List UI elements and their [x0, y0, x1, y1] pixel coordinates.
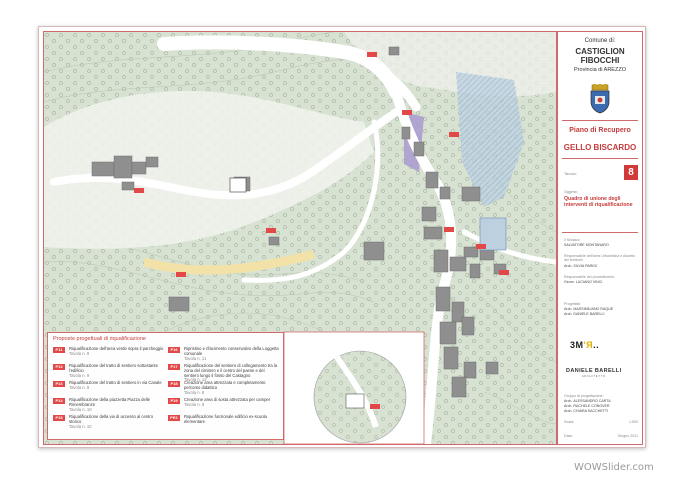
legend-item: P11 Riqualificazione dell'area verde sop…	[53, 346, 165, 364]
oggetto-value: Quadro di unione degli interventi di riq…	[564, 196, 633, 208]
legend-code: P12	[53, 364, 65, 370]
legend-text: Creazione area di sosta attrezzata per c…	[184, 397, 271, 402]
tag-pr1[interactable]	[370, 404, 380, 409]
progettisti-label: Progettisti:	[564, 302, 581, 306]
tag-p11[interactable]	[449, 132, 459, 137]
divider	[562, 120, 638, 121]
legend-item: P18 Creazione area attrezzata e completa…	[168, 380, 280, 398]
legend-sub: Tavola n. 9	[69, 384, 90, 390]
legend-text: Ripristino e rifacimento conservativo de…	[184, 346, 279, 356]
sindaco-name: SALVATORE MONTANARO	[564, 243, 609, 247]
coat-of-arms-icon	[590, 84, 610, 114]
tavola-number: 8	[624, 165, 638, 180]
legend-title: Proposte progettuali di riqualificazione	[53, 336, 146, 342]
legend-item: PR1 Riqualificazione funzionale edificio…	[168, 414, 280, 432]
legend-sub: Tavola n. 9	[69, 350, 90, 356]
comune-name-line1: CASTIGLION	[575, 47, 625, 56]
legend-text: Riqualificazione del sentiero di collega…	[184, 363, 278, 378]
tag-p17[interactable]	[367, 52, 377, 57]
resp-area-label: Responsabile dell'area Urbanistica e Ass…	[564, 254, 636, 263]
tag-p18[interactable]	[134, 188, 144, 193]
site-map[interactable]: Proposte progettuali di riqualificazione…	[43, 31, 557, 445]
legend-item: P15 Riqualificazione della via di access…	[53, 414, 165, 432]
map-canvas	[44, 32, 556, 444]
gruppo-member: Arch. CHIARA SACCHETTI	[564, 409, 609, 413]
legend-code: P13	[53, 381, 65, 387]
legend-sub: Tavola n. 8	[184, 389, 205, 395]
legend-text: Riqualificazione dell'area verde sopra i…	[69, 346, 164, 351]
data-label: Data:	[564, 434, 573, 438]
tag-p12[interactable]	[476, 244, 486, 249]
comune-name-line2: FIBOCCHI	[580, 56, 620, 65]
legend-sub: Tavola n. 9	[184, 401, 205, 407]
tag-p16[interactable]	[402, 110, 412, 115]
legend-column-left: P11 Riqualificazione dell'area verde sop…	[53, 346, 165, 432]
resp-proc-label: Responsabile del procedimento	[564, 275, 615, 279]
scala-label: Scala:	[564, 420, 574, 424]
legend-sub: Tavola n. 11	[184, 355, 207, 361]
legend-item: P17 Riqualificazione del sentiero di col…	[168, 363, 280, 383]
tavola-label: Tavola:	[564, 171, 577, 176]
legend-code: P19	[168, 398, 180, 404]
tag-p15[interactable]	[444, 227, 454, 232]
plan-title: Piano di Recupero	[569, 127, 631, 134]
yellow-path	[142, 249, 316, 275]
provincia: Provincia di AREZZO	[574, 67, 626, 73]
comune-name: CASTIGLION FIBOCCHI	[558, 47, 642, 65]
legend-code: P15	[53, 415, 65, 421]
plan-location: GELLO BISCARDO	[563, 143, 637, 152]
studio-logo-barelli: DANIELE BARELLI ARCHITETTO	[566, 368, 622, 378]
legend-text: Riqualificazione del tratto di sentiero …	[69, 380, 162, 385]
resp-area-name: Arch. SILVIA PARIGI	[564, 264, 598, 268]
legend-sub: Tavola n. 12	[184, 377, 207, 383]
comune-label: Comune di:	[584, 38, 616, 44]
title-block: Comune di: CASTIGLION FIBOCCHI Provincia…	[557, 31, 643, 445]
legend-item: P14 Riqualificazione della piazzetta Pia…	[53, 397, 165, 415]
legend-code: P17	[168, 364, 180, 370]
tag-p19[interactable]	[266, 228, 276, 233]
legend-item: P16 Ripristino e rifacimento conservativ…	[168, 346, 280, 364]
legend-item: P13 Riqualificazione del tratto di senti…	[53, 380, 165, 398]
project-tags	[134, 52, 509, 409]
legend-text: Riqualificazione della piazzetta Piazza …	[69, 397, 151, 407]
legend-code: P16	[168, 347, 180, 353]
legend-text: Riqualificazione del tratto di sentiero …	[69, 363, 158, 373]
gruppo-member: Arch. ALESSANDRO CARTA	[564, 399, 611, 403]
tag-p14[interactable]	[176, 272, 186, 277]
watermark: WOWSlider.com	[574, 462, 654, 473]
progettista-name: Arch. MASSIMILIANO RAQUE	[564, 307, 614, 311]
legend-text: Riqualificazione funzionale edificio ex-…	[184, 414, 267, 424]
resp-proc-name: Geom. LUCIANO VINCI	[564, 280, 603, 284]
oggetto-label: Oggetto:	[564, 190, 578, 194]
studio-sub: ARCHITETTO	[581, 374, 606, 378]
legend-box: Proposte progettuali di riqualificazione…	[47, 332, 284, 440]
scala-value: 1:500	[629, 420, 638, 424]
legend-text: Riqualificazione della via di accesso al…	[69, 414, 154, 424]
legend-code: P14	[53, 398, 65, 404]
legend-code: P11	[53, 347, 65, 353]
legend-item: P19 Creazione area di sosta attrezzata p…	[168, 397, 280, 415]
tag-p13[interactable]	[499, 270, 509, 275]
legend-sub: Tavola n. 10	[69, 406, 92, 412]
data-value: Giugno 2011	[617, 434, 638, 438]
studio-name: DANIELE BARELLI	[566, 368, 622, 374]
gruppo-member: Arch. RACHELE CONOVER	[564, 404, 610, 408]
legend-sub: Tavola n. 10	[69, 423, 92, 429]
studio-logo-3m: 3M'Я..	[570, 340, 600, 350]
divider	[562, 232, 638, 233]
legend-sub: Tavola n. 9	[69, 372, 90, 378]
legend-code: PR1	[168, 415, 180, 421]
drawing-sheet: Proposte progettuali di riqualificazione…	[38, 26, 646, 448]
divider	[562, 158, 638, 159]
legend-column-right: P16 Ripristino e rifacimento conservativ…	[168, 346, 280, 432]
gruppo-label: Gruppo di progettazione:	[564, 394, 604, 398]
sindaco-label: Il Sindaco	[564, 238, 580, 242]
legend-item: P12 Riqualificazione del tratto di senti…	[53, 363, 165, 381]
progettista-name: Arch. DANIELE BARELLI	[564, 312, 605, 316]
legend-code: P18	[168, 381, 180, 387]
legend-text: Creazione area attrezzata e completament…	[184, 380, 266, 390]
